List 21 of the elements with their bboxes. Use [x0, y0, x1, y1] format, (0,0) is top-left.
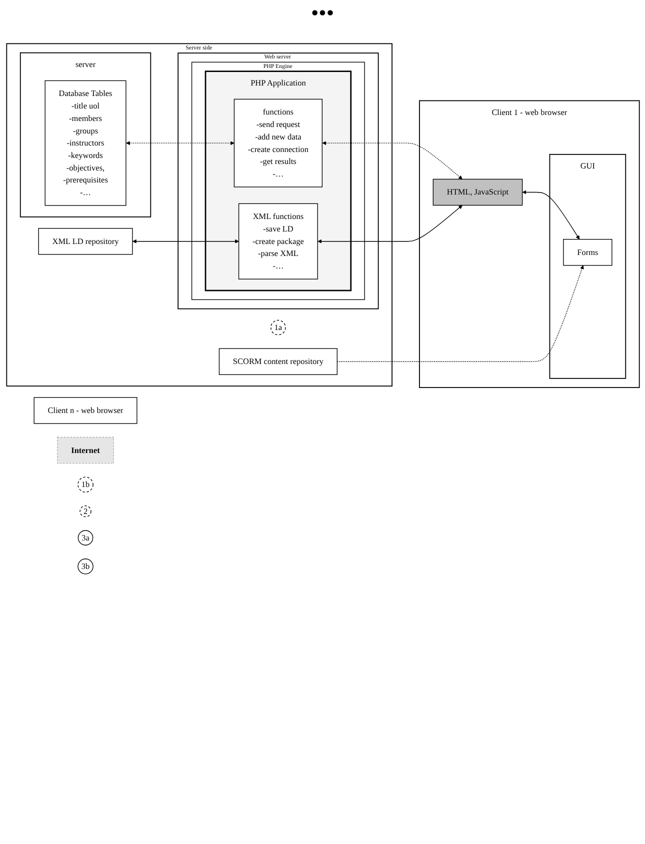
node-box: XML functions -save LD -create package -parse XML -… — [238, 203, 318, 280]
node-circle: 1a — [270, 320, 286, 336]
node-circle: 1b — [77, 476, 93, 492]
node-box: Internet — [56, 436, 114, 464]
node-box: XML LD repository — [38, 228, 132, 255]
arrow — [336, 265, 584, 362]
node-box: Database Tables -title uol -members -groups -instructors -keywords -objectives, -prerequisites -… — [44, 80, 126, 206]
node-box: functions -send request -add new data -create connection -get results -… — [233, 98, 322, 188]
node-box: Client n - web browser — [33, 397, 137, 424]
arrow — [317, 205, 462, 244]
arrow — [322, 141, 462, 180]
node-box: HTML, JavaScript — [432, 178, 522, 206]
node-circle: 3a — [77, 530, 93, 546]
ellipsis-mark: ••• — [310, 0, 334, 25]
arrow — [132, 239, 238, 244]
node-circle: 2 — [79, 506, 91, 518]
node-box: SCORM content repository — [218, 348, 337, 375]
arrow — [125, 141, 234, 146]
node-box: Forms — [562, 238, 612, 266]
arrow — [522, 190, 580, 240]
node-circle: 3b — [77, 558, 93, 574]
